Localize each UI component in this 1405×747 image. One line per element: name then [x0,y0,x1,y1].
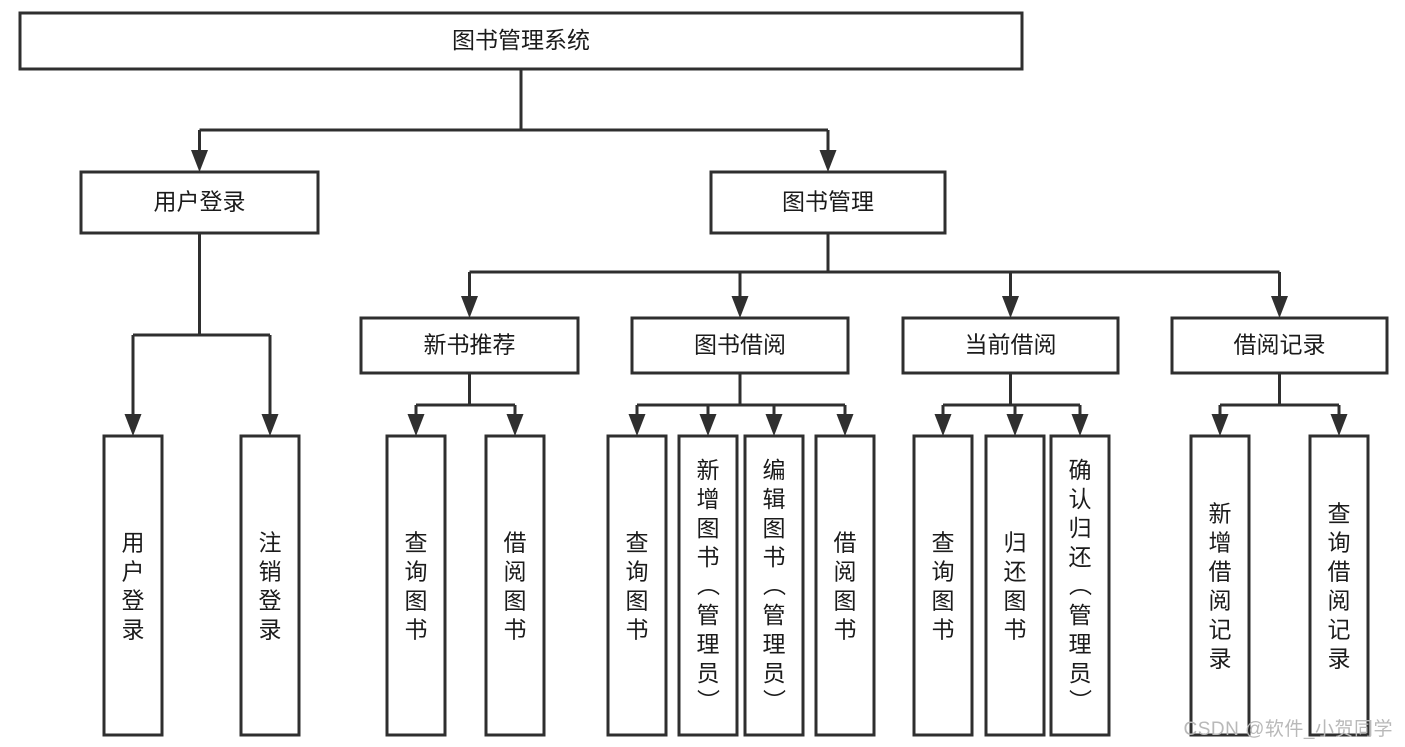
arrow-head-icon [124,414,142,436]
node-box[interactable] [359,316,580,375]
node-box[interactable] [743,434,805,737]
leaf-leaf-query-book-1[interactable]: 查询图书 [385,434,447,737]
arrow-head-icon [506,414,524,436]
leaf-leaf-add-borrow-record[interactable]: 新增借阅记录 [1189,434,1251,737]
node-label: 图书管理系统 [452,27,590,53]
node-box[interactable] [1308,434,1370,737]
arrow-head-icon [191,150,208,172]
node-box[interactable] [484,434,546,737]
leaf-leaf-logout[interactable]: 注销登录 [239,434,301,737]
node-borrow-record[interactable]: 借阅记录 [1170,316,1389,375]
node-label: 新书推荐 [424,332,516,358]
node-box[interactable] [18,11,1024,71]
arrow-head-icon [699,414,717,436]
arrow-head-icon [836,414,854,436]
connectors-layer [124,69,1348,436]
node-user-login[interactable]: 用户登录 [79,170,320,235]
leaf-leaf-borrow-book-2[interactable]: 借阅图书 [814,434,876,737]
leaf-label: 查询图书 [932,530,955,643]
node-label: 图书借阅 [694,332,786,358]
node-current-borrow[interactable]: 当前借阅 [901,316,1120,375]
leaf-leaf-edit-book-admin[interactable]: 编辑图书（管理员） [743,434,805,737]
arrow-head-icon [819,150,837,172]
node-box[interactable] [239,434,301,737]
node-label: 用户登录 [154,189,246,215]
node-label: 图书管理 [782,189,874,215]
arrow-head-icon [1071,414,1089,436]
nodes-layer: 图书管理系统用户登录图书管理新书推荐图书借阅当前借阅借阅记录用户登录注销登录查询… [18,11,1389,737]
node-box[interactable] [385,434,447,737]
node-box[interactable] [984,434,1046,737]
leaf-leaf-return-book[interactable]: 归还图书 [984,434,1046,737]
node-box[interactable] [630,316,850,375]
arrow-head-icon [461,296,478,318]
leaf-label: 借阅图书 [834,530,857,643]
arrow-head-icon [1002,296,1019,318]
node-label: 当前借阅 [965,332,1057,358]
leaf-leaf-query-book-3[interactable]: 查询图书 [912,434,974,737]
arrow-head-icon [1271,296,1288,318]
leaf-leaf-user-login[interactable]: 用户登录 [102,434,164,737]
node-box[interactable] [677,434,739,737]
node-box[interactable] [901,316,1120,375]
node-book-borrow[interactable]: 图书借阅 [630,316,850,375]
leaf-label: 用户登录 [122,530,145,643]
node-box[interactable] [1049,434,1111,737]
leaf-label: 归还图书 [1004,530,1027,643]
leaf-leaf-confirm-return-admin[interactable]: 确认归还（管理员） [1049,434,1111,737]
arrow-head-icon [731,296,749,318]
node-box[interactable] [1170,316,1389,375]
node-box[interactable] [102,434,164,737]
node-box[interactable] [814,434,876,737]
leaf-label: 注销登录 [259,530,282,643]
leaf-label: 编辑图书（管理员） [763,457,787,715]
leaf-label: 新增借阅记录 [1209,501,1232,672]
arrow-head-icon [1006,414,1024,436]
leaf-label: 确认归还（管理员） [1069,457,1093,715]
node-box[interactable] [606,434,668,737]
node-box[interactable] [79,170,320,235]
node-box[interactable] [912,434,974,737]
arrow-head-icon [765,414,783,436]
arrow-head-icon [628,414,646,436]
leaf-label: 查询图书 [405,530,428,643]
arrow-head-icon [1211,414,1229,436]
node-box[interactable] [709,170,947,235]
leaf-leaf-query-borrow-record[interactable]: 查询借阅记录 [1308,434,1370,737]
node-book-management[interactable]: 图书管理 [709,170,947,235]
arrow-head-icon [407,414,425,436]
leaf-label: 查询图书 [626,530,649,643]
arrow-head-icon [1330,414,1348,436]
node-root[interactable]: 图书管理系统 [18,11,1024,71]
node-label: 借阅记录 [1234,332,1326,358]
leaf-label: 查询借阅记录 [1328,501,1351,672]
leaf-leaf-add-book-admin[interactable]: 新增图书（管理员） [677,434,739,737]
node-new-book-recommend[interactable]: 新书推荐 [359,316,580,375]
leaf-label: 新增图书（管理员） [697,457,721,715]
leaf-label: 借阅图书 [504,530,527,643]
leaf-leaf-borrow-book-1[interactable]: 借阅图书 [484,434,546,737]
arrow-head-icon [261,414,279,436]
node-box[interactable] [1189,434,1251,737]
leaf-leaf-query-book-2[interactable]: 查询图书 [606,434,668,737]
arrow-head-icon [934,414,952,436]
